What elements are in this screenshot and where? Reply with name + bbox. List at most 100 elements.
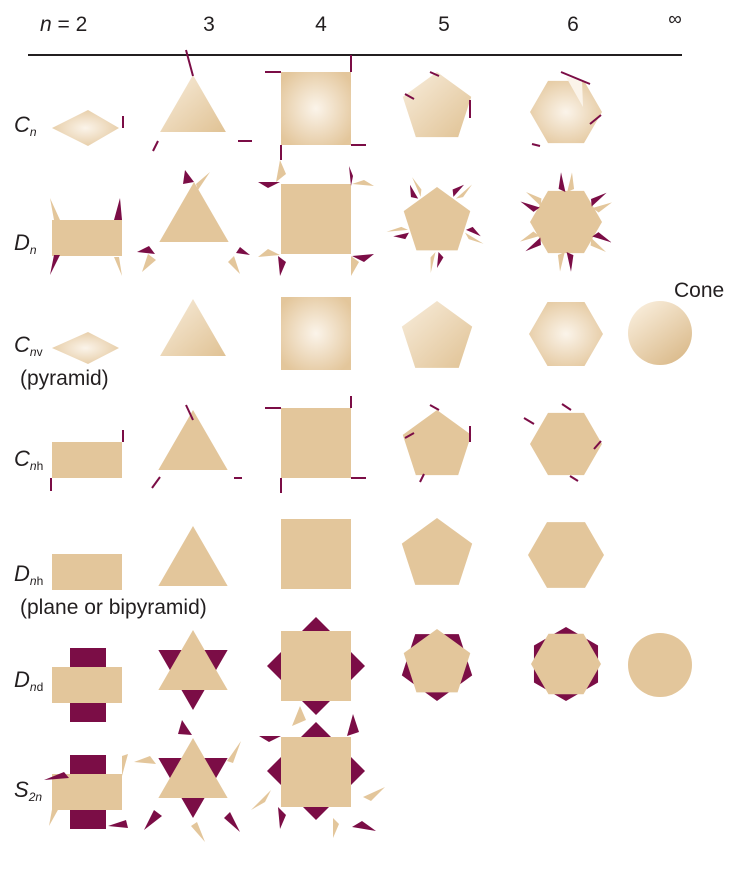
cnh-5-mark-a (429, 404, 440, 411)
dn-3-flag-5 (236, 247, 250, 255)
cnv-5-pentagon (401, 301, 473, 368)
s2n-2-flag-2 (122, 754, 128, 776)
dn-3-triangle (159, 182, 229, 242)
dn-4-flag-6 (278, 256, 286, 276)
cn-3-mark-c (152, 140, 159, 152)
s2n-3-flag-4 (144, 810, 162, 830)
dnh-6-hexagon (528, 522, 604, 588)
cnv-3-triangle (160, 299, 226, 356)
dn-4-flag-1 (258, 182, 280, 188)
s2n-3-flag-1 (178, 720, 192, 735)
dn-3-flag-6 (228, 256, 240, 274)
dn-6-flag-dark-0 (592, 232, 612, 243)
dn-2-flag-3 (50, 255, 60, 275)
row-label-dnd: Dnd (14, 667, 44, 694)
dn-6-flag-light-1 (557, 251, 565, 272)
column-header-infinity: ∞ (668, 9, 682, 30)
dn-5-flag-dark-3 (393, 232, 409, 240)
dnd-3-triangle (158, 630, 228, 690)
dn-6-flag-dark-1 (566, 251, 574, 272)
s2n-3-flag-6 (191, 822, 205, 842)
cn-6-mark-a (560, 71, 591, 85)
dn-5-flag-light-3 (386, 226, 409, 232)
dnh-2-rect (52, 554, 122, 590)
s2n-4-flag-2 (292, 706, 306, 726)
s2n-2-flag-3 (49, 804, 59, 826)
cnh-5-mark-d (419, 473, 425, 483)
cnh-6-hexagon (530, 412, 602, 476)
cnh-6-mark-d (569, 475, 579, 482)
column-header-5: 5 (438, 13, 450, 36)
dn-5-flag-dark-4 (409, 184, 419, 199)
dn-5-flag-dark-1 (465, 226, 481, 237)
cn-4-square (281, 72, 351, 145)
n-header: n = 2 (40, 13, 88, 36)
cnh-2-rect (52, 442, 122, 478)
s2n-2-flag-4 (108, 820, 128, 828)
cnv-6-hexagon (529, 301, 603, 367)
cnh-3-triangle (158, 410, 228, 470)
header-rule (28, 54, 682, 56)
dn-3-flag-3 (137, 246, 155, 254)
dnd-inf-circle (628, 633, 692, 697)
dn-6-flag-light-5 (592, 202, 612, 213)
dn-5-flag-dark-2 (437, 251, 444, 268)
row-label-s2n: S2n (14, 777, 43, 804)
cn-6-mark-c (531, 143, 541, 147)
dn-5-flag-light-4 (412, 177, 422, 197)
cnh-6-mark-b (593, 440, 602, 450)
dn-5-flag-light-0 (455, 184, 473, 199)
cn-5-mark-c (404, 93, 415, 100)
dn-6-flag-light-4 (567, 172, 575, 193)
dn-3-flag-4 (142, 254, 156, 272)
column-header-3: 3 (203, 13, 215, 36)
cnh-5-mark-c (404, 432, 415, 439)
dn-4-flag-4 (349, 166, 353, 186)
cnh-3-mark-c (151, 476, 161, 489)
cone-label: Cone (674, 279, 725, 302)
cnh-4-square (281, 408, 351, 478)
cnv-inf-cone (628, 301, 692, 365)
dn-3-flag-1 (183, 170, 194, 184)
s2n-4-flag-6 (278, 807, 286, 829)
column-header-6: 6 (567, 13, 579, 36)
dn-4-flag-5 (258, 249, 280, 257)
cn-6-facet (566, 77, 583, 107)
s2n-4-flag-4 (363, 787, 385, 801)
dnh-4-square (281, 519, 351, 589)
dn-6-flag-light-2 (520, 231, 540, 242)
s2n-4-flag-5 (251, 790, 271, 810)
row-label-cn: Cn (14, 112, 37, 139)
s2n-3-triangle (158, 738, 228, 798)
cn-5-mark-a (429, 71, 440, 77)
dn-4-flag-2 (276, 160, 286, 182)
dnd-2-rect (52, 667, 122, 703)
dn-5-flag-light-1 (465, 232, 484, 244)
cnh-3-mark-a (185, 404, 194, 421)
s2n-4-square (281, 737, 351, 807)
dn-6-flag-dark-4 (558, 172, 566, 193)
dn-5-flag-light-2 (430, 251, 436, 273)
dn-6-flag-light-3 (526, 191, 542, 206)
cn-6-mark-b (589, 114, 602, 125)
dn-4-flag-7 (352, 254, 374, 262)
dn-4-flag-3 (352, 180, 374, 186)
dn-4-flag-8 (351, 256, 359, 276)
row-label-cnh: Cnh (14, 446, 44, 473)
dn-5-flag-dark-0 (452, 184, 465, 197)
s2n-3-flag-3 (227, 741, 241, 763)
s2n-4-flag-7 (352, 821, 376, 831)
dn-6-flag-dark-2 (525, 237, 541, 252)
dnd-4-square (281, 631, 351, 701)
cnv-2-rhombus (52, 332, 119, 364)
dn-6-flag-dark-5 (591, 192, 607, 207)
cn-5-pentagon (402, 72, 472, 138)
dn-3-flag-2 (196, 172, 210, 190)
row-note-plane-bipyramid: (plane or bipyramid) (20, 596, 207, 619)
s2n-4-flag-3 (347, 714, 359, 736)
s2n-4-flag-1 (259, 736, 281, 742)
cnv-4-square (281, 297, 351, 370)
dn-2-flag-1 (50, 198, 60, 220)
